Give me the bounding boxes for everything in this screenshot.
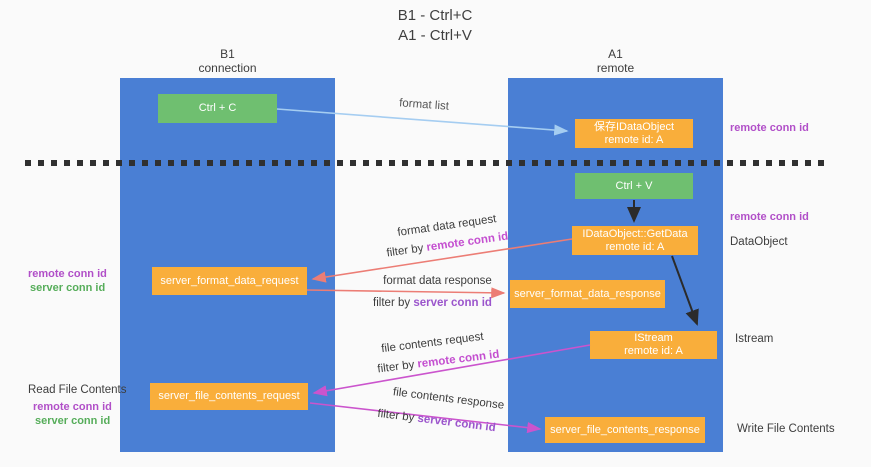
node-server-file-contents-request: server_file_contents_request bbox=[150, 383, 308, 410]
lane-b1-name: B1 bbox=[220, 47, 235, 61]
diagram-title: B1 - Ctrl+C A1 - Ctrl+V bbox=[285, 6, 585, 46]
annotation-read-file-contents: Read File Contents bbox=[28, 384, 127, 396]
annotation-remote-conn-id-mid: remote conn id bbox=[730, 211, 809, 223]
lane-a1-role: remote bbox=[596, 61, 635, 75]
node-istream-line1: IStream bbox=[634, 332, 673, 344]
title-line-1: B1 - Ctrl+C bbox=[397, 7, 473, 24]
node-server-format-data-request-label: server_format_data_request bbox=[160, 274, 299, 287]
node-idataobject-getdata-line1: IDataObject::GetData bbox=[582, 227, 688, 240]
annotation-left-server-conn-id-top: server conn id bbox=[30, 282, 106, 294]
arrow-getdata-to-istream bbox=[671, 255, 699, 326]
lane-header-a1: A1 remote bbox=[508, 47, 723, 75]
annotation-dataobject: DataObject bbox=[730, 236, 788, 248]
section-divider-dashed-line bbox=[25, 160, 831, 166]
annotation-istream: Istream bbox=[735, 333, 774, 345]
arrow-file-contents-response bbox=[309, 402, 542, 434]
node-ctrl-c-label: Ctrl + C bbox=[198, 102, 237, 114]
node-ctrl-v: Ctrl + V bbox=[575, 173, 693, 199]
node-istream-line2: remote id: A bbox=[624, 345, 683, 357]
node-server-format-data-response: server_format_data_response bbox=[510, 280, 665, 308]
node-idataobject-getdata-line2: remote id: A bbox=[605, 240, 665, 253]
filter-prefix: filter by bbox=[373, 297, 414, 309]
node-save-idataobject-line1: 保存IDataObject bbox=[593, 120, 675, 133]
node-server-format-data-request: server_format_data_request bbox=[152, 267, 307, 295]
lane-header-b1: B1 connection bbox=[120, 47, 335, 75]
node-server-file-contents-response: server_file_contents_response bbox=[545, 417, 705, 443]
node-ctrl-v-label: Ctrl + V bbox=[615, 179, 653, 192]
label-format-data-response: format data response bbox=[383, 275, 492, 287]
node-istream: IStream remote id: A bbox=[590, 331, 717, 359]
node-idataobject-getdata: IDataObject::GetData remote id: A bbox=[572, 226, 698, 255]
arrow-format-data-request bbox=[311, 238, 573, 283]
annotation-left-server-conn-id-bottom: server conn id bbox=[35, 415, 111, 427]
node-ctrl-c: Ctrl + C bbox=[158, 94, 277, 123]
annotation-left-remote-conn-id-top: remote conn id bbox=[28, 268, 107, 280]
arrow-format-list bbox=[276, 108, 569, 136]
title-line-2: A1 - Ctrl+V bbox=[398, 27, 472, 44]
filter-key-server-conn-id: server conn id bbox=[413, 297, 492, 309]
annotation-write-file-contents: Write File Contents bbox=[737, 423, 835, 435]
annotation-left-remote-conn-id-bottom: remote conn id bbox=[33, 401, 112, 413]
arrow-file-contents-request bbox=[312, 344, 591, 397]
node-server-file-contents-request-label: server_file_contents_request bbox=[158, 390, 300, 402]
node-server-format-data-response-label: server_format_data_response bbox=[514, 287, 661, 300]
lane-b1-role: connection bbox=[198, 61, 257, 75]
node-save-idataobject: 保存IDataObject remote id: A bbox=[575, 119, 693, 148]
node-save-idataobject-line2: remote id: A bbox=[604, 133, 664, 146]
label-filter-server-conn-id-1: filter by server conn id bbox=[345, 297, 520, 310]
lane-a1-name: A1 bbox=[608, 47, 623, 61]
annotation-remote-conn-id-top: remote conn id bbox=[730, 122, 809, 134]
arrow-format-data-response bbox=[306, 287, 506, 299]
node-server-file-contents-response-label: server_file_contents_response bbox=[550, 423, 700, 436]
